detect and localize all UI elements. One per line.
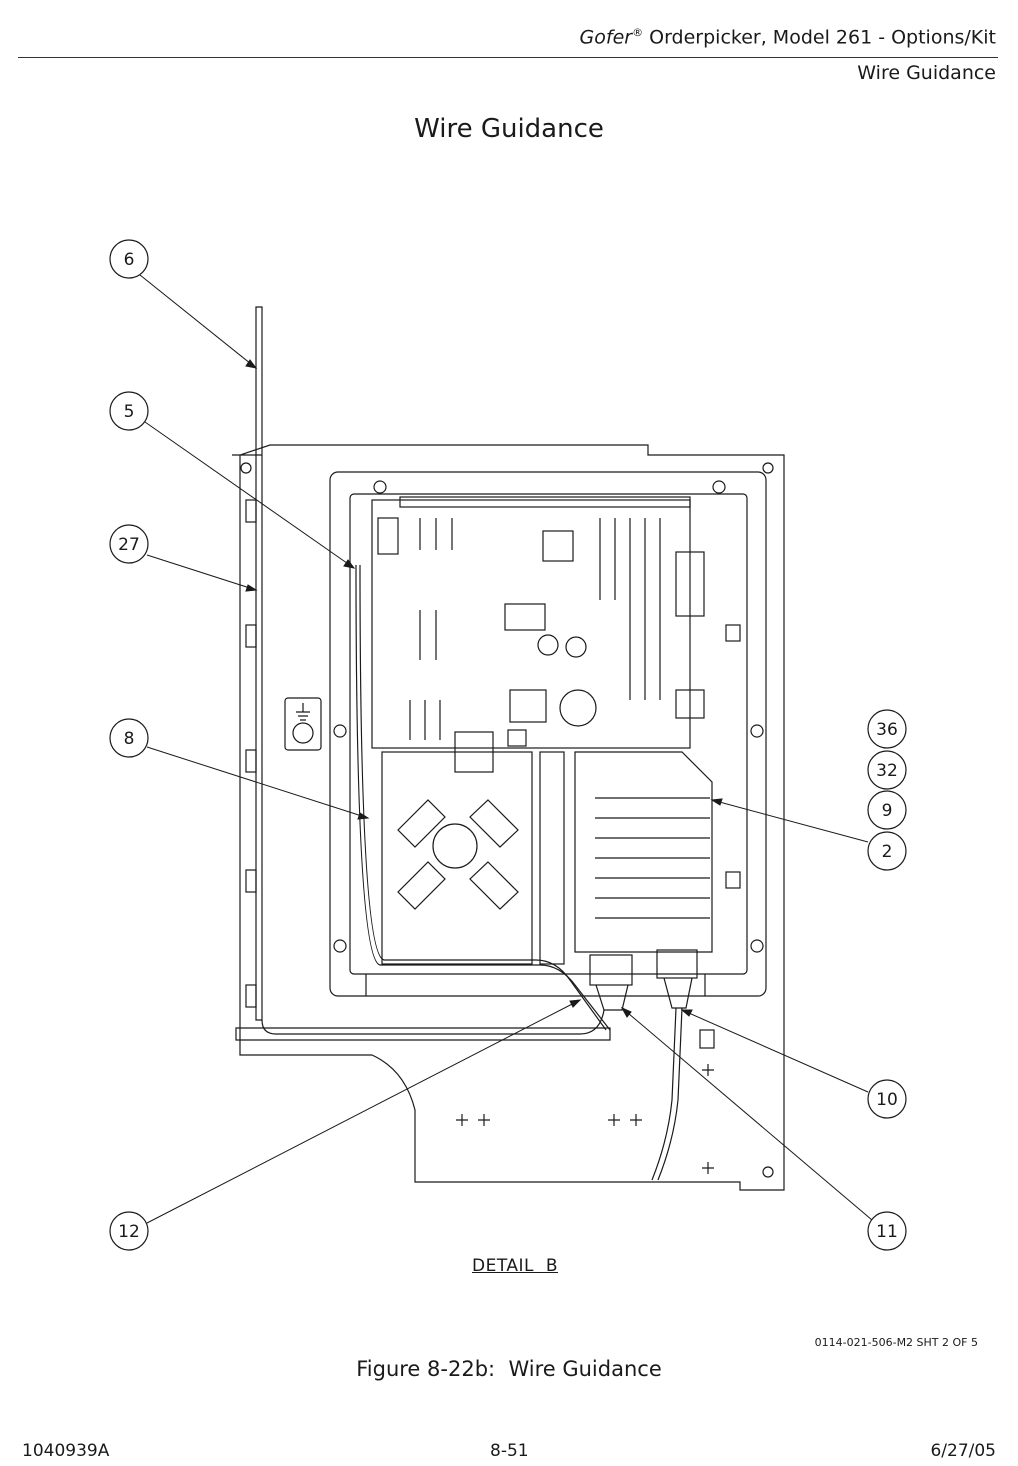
- header-rule: [18, 57, 998, 58]
- cable-tray: [235, 1027, 611, 1041]
- registered-mark: ®: [632, 26, 644, 39]
- callout-27: 27: [118, 535, 140, 555]
- callout-balloon-5: [109, 391, 149, 431]
- header-title: Gofer® Orderpicker, Model 261 - Options/…: [580, 26, 996, 48]
- antenna-bar: [255, 306, 263, 1021]
- callout-10: 10: [876, 1090, 898, 1110]
- callout-balloon-6: [109, 239, 149, 279]
- connector-right: [656, 949, 698, 979]
- callout-balloon-2: [867, 831, 907, 871]
- callout-balloon-32: [867, 750, 907, 790]
- callout-8: 8: [124, 729, 135, 749]
- callout-balloon-9: [867, 790, 907, 830]
- ground-terminal: [284, 697, 322, 751]
- figure-caption: Figure 8-22b: Wire Guidance: [356, 1357, 662, 1381]
- power-board: [381, 751, 533, 965]
- callout-32: 32: [876, 761, 898, 781]
- main-controller-board: [371, 499, 691, 749]
- mounting-plate: [232, 444, 785, 1191]
- callout-2: 2: [882, 842, 893, 862]
- drawing-number: 0114-021-506-M2 SHT 2 OF 5: [814, 1336, 978, 1349]
- callout-balloon-11: [867, 1211, 907, 1251]
- callout-9: 9: [882, 801, 893, 821]
- header-section: Wire Guidance: [857, 62, 996, 84]
- footer-page-number: 8-51: [490, 1441, 529, 1461]
- callout-balloon-8: [109, 718, 149, 758]
- footer-date: 6/27/05: [930, 1441, 996, 1461]
- callout-5: 5: [124, 402, 135, 422]
- header-title-rest: Orderpicker, Model 261 - Options/Kit: [643, 26, 996, 49]
- callout-11: 11: [876, 1222, 898, 1242]
- callout-balloon-36: [867, 709, 907, 749]
- callout-balloon-27: [109, 524, 149, 564]
- footer-doc-number: 1040939A: [22, 1441, 110, 1461]
- page-title: Wire Guidance: [414, 114, 604, 144]
- wire-guidance-drawing: 6 5 27 8 36 32 9 2 10 12 11: [109, 239, 907, 1251]
- brand-name: Gofer: [579, 26, 633, 49]
- driver-board: [574, 751, 713, 953]
- callout-balloon-12: [109, 1211, 149, 1251]
- enclosure-frame: [329, 471, 767, 997]
- detail-label: DETAIL B: [472, 1256, 558, 1276]
- callout-12: 12: [118, 1222, 140, 1242]
- callout-36: 36: [876, 720, 898, 740]
- connector-left: [589, 954, 633, 986]
- callout-balloon-10: [867, 1079, 907, 1119]
- callout-6: 6: [124, 250, 135, 270]
